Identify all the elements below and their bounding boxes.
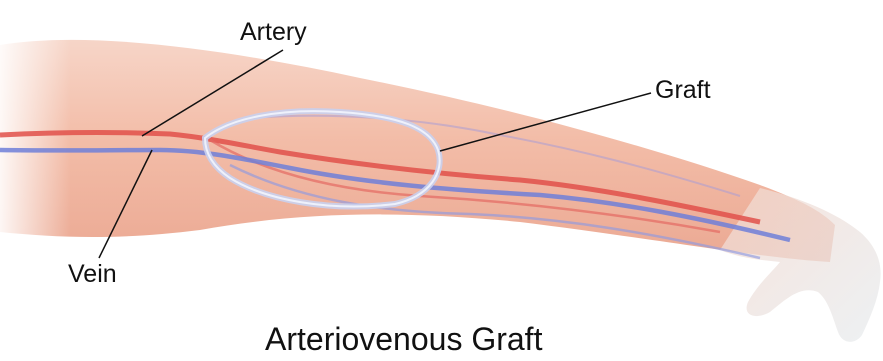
- diagram-title: Arteriovenous Graft: [265, 321, 543, 357]
- vein-label: Vein: [68, 260, 117, 288]
- graft-label: Graft: [655, 76, 711, 104]
- artery-label: Artery: [240, 18, 307, 46]
